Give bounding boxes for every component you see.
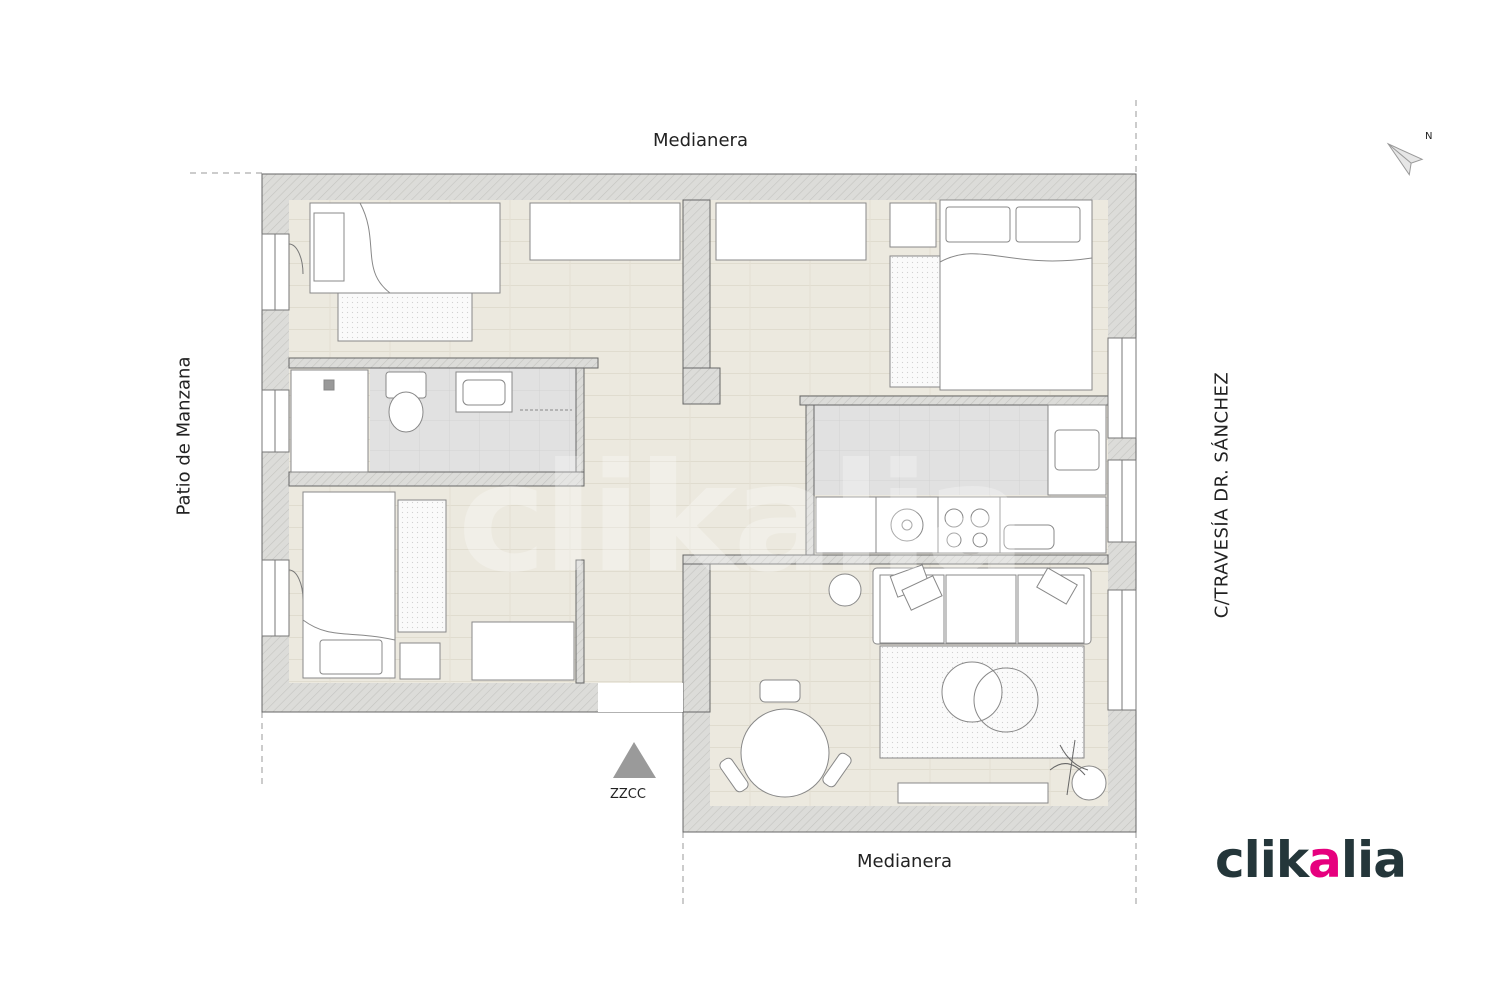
entrance-arrow-icon — [613, 742, 656, 778]
bedroom-1-furniture — [309, 202, 681, 342]
interior-walls — [288, 199, 1109, 713]
logo-text-start: clik — [1215, 831, 1311, 889]
label-medianera-bottom: Medianera — [857, 851, 952, 872]
north-arrow-icon — [1386, 142, 1424, 176]
clikalia-logo: clikalia — [1215, 831, 1407, 889]
svg-text:clikalia: clikalia — [1215, 831, 1406, 889]
logo-text-accent: a — [1308, 831, 1341, 889]
bedroom-2-furniture — [715, 199, 1093, 391]
kitchen-floor — [812, 405, 1048, 495]
windows-right — [1107, 337, 1137, 711]
label-north: N — [1425, 131, 1433, 142]
watermark: clikalia — [458, 432, 1023, 606]
label-patio: Patio de Manzana — [173, 356, 195, 516]
label-entrance: ZZCC — [610, 787, 646, 802]
logo-text-end: lia — [1341, 831, 1406, 889]
label-street: C/TRAVESÍA DR. SÁNCHEZ — [1211, 371, 1233, 619]
bedroom-3-furniture — [302, 491, 575, 681]
living-room-furniture — [719, 564, 1107, 804]
bathroom-fixtures — [290, 369, 572, 473]
kitchen-fixtures — [815, 404, 1107, 554]
reference-lines — [190, 100, 1137, 905]
label-medianera-top: Medianera — [653, 130, 748, 151]
windows-left — [261, 233, 304, 637]
